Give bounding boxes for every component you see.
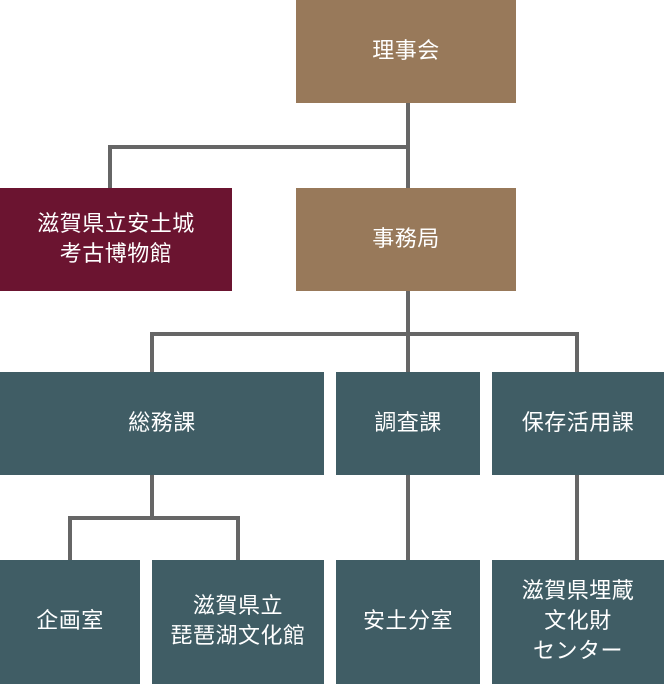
node-secretariat: 事務局: [296, 188, 516, 291]
node-label: 保存活用課: [521, 410, 635, 436]
connector-board-museum-horizontal: [108, 145, 410, 149]
node-buried-cultural-center: 滋賀県埋蔵 文化財 センター: [492, 560, 664, 684]
node-planning: 企画室: [0, 560, 140, 684]
node-label: 調査課: [374, 410, 442, 436]
node-label: 滋賀県立安土城 考古博物館: [37, 211, 195, 267]
connector-general-affairs: [150, 332, 154, 372]
node-board: 理事会: [296, 0, 516, 103]
node-label: 総務課: [128, 410, 196, 436]
node-label: 理事会: [372, 38, 440, 64]
connector-biwako: [236, 516, 240, 560]
connector-general-affairs-horizontal: [68, 516, 240, 520]
connector-research-down: [406, 475, 410, 560]
connector-divisions-horizontal: [150, 332, 579, 336]
node-label: 事務局: [372, 226, 440, 252]
connector-preservation-down: [575, 475, 579, 560]
node-azuchi-branch: 安土分室: [336, 560, 480, 684]
connector-general-affairs-down: [150, 475, 154, 518]
connector-board-museum-vertical: [108, 145, 112, 188]
node-label: 滋賀県埋蔵 文化財 センター: [521, 579, 635, 664]
node-label: 安土分室: [362, 609, 453, 634]
node-preservation: 保存活用課: [492, 372, 664, 475]
node-museum: 滋賀県立安土城 考古博物館: [0, 188, 232, 291]
node-research: 調査課: [336, 372, 480, 475]
node-biwako-culture-hall: 滋賀県立 琵琶湖文化館: [152, 560, 324, 684]
connector-preservation: [575, 332, 579, 372]
node-label: 企画室: [36, 609, 104, 634]
connector-secretariat-down: [406, 291, 410, 372]
node-general-affairs: 総務課: [0, 372, 324, 475]
node-label: 滋賀県立 琵琶湖文化館: [170, 594, 306, 649]
connector-planning: [68, 516, 72, 560]
